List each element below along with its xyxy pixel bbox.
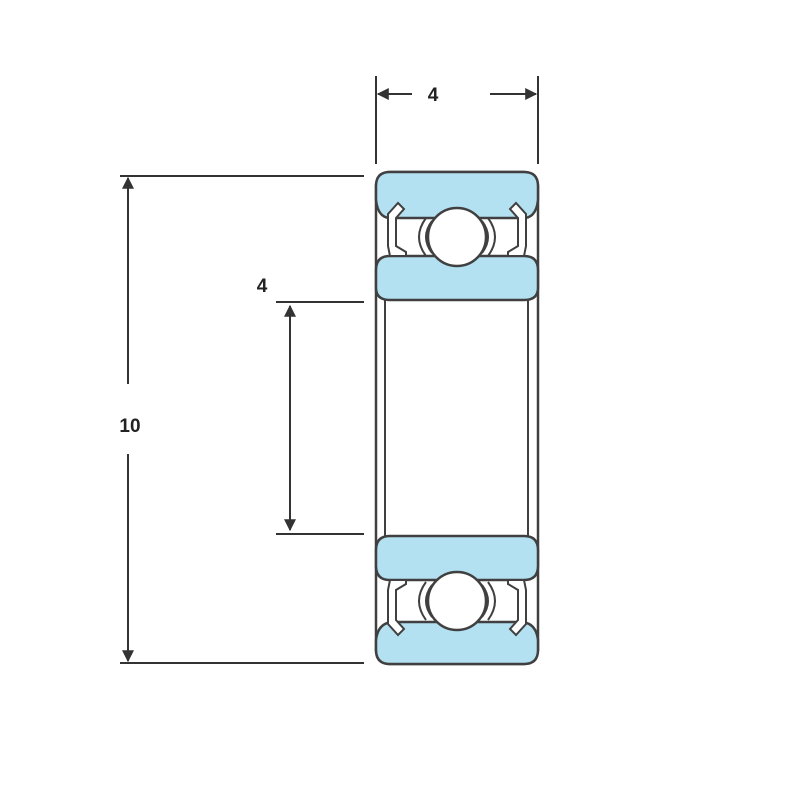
inner-ring-bottom: [374, 534, 540, 582]
shield-right-top: [507, 201, 527, 257]
bearing-cross-section: [374, 170, 540, 666]
outer-diameter-label: 10: [119, 416, 140, 437]
shield-left-top: [387, 201, 407, 257]
width-dimension: 4: [375, 76, 539, 164]
cage-left-bottom: [418, 581, 427, 621]
top-section: [374, 170, 540, 302]
cage-right-top: [487, 217, 496, 257]
bottom-section: [374, 534, 540, 666]
outer-diameter-dimension: 10: [119, 175, 364, 664]
shield-left-bottom: [387, 579, 407, 637]
inner-diameter-label: 4: [257, 276, 268, 297]
cage-left-top: [418, 217, 427, 257]
shield-right-bottom: [507, 579, 527, 637]
cage-right-bottom: [487, 581, 496, 621]
ball-top: [426, 206, 488, 268]
ball-bottom: [426, 570, 488, 632]
width-label: 4: [428, 85, 439, 106]
inner-ring-top: [374, 254, 540, 302]
outer-ring-top: [374, 170, 540, 220]
inner-diameter-dimension: 4: [257, 276, 364, 535]
